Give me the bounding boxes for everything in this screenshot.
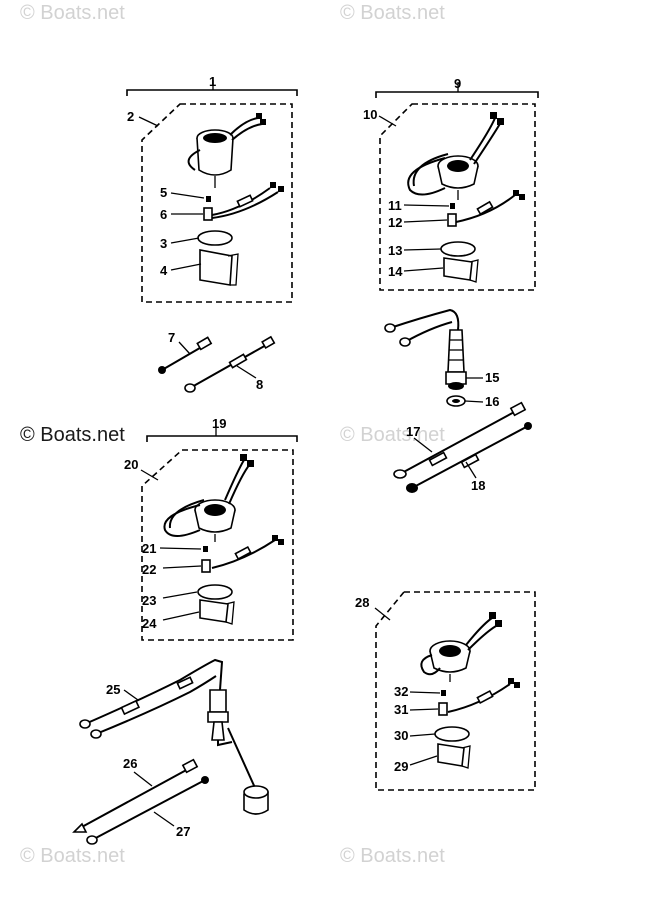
ring-13 [440,241,476,257]
socket-12 [447,213,457,227]
callout-6: 6 [160,207,167,222]
callout-8: 8 [256,377,263,392]
callout-1: 1 [209,74,216,89]
assembly-group-19: 19 20 21 22 23 24 [124,416,298,641]
socket-31 [438,702,448,716]
cables-17-18: 17 18 [393,401,532,493]
watermark-mid-left: © Boats.net [20,424,125,446]
callout-31: 31 [394,702,408,717]
assembly-group-9: 9 10 11 12 13 14 [363,76,539,291]
gauge-9 [407,112,504,200]
callout-17: 17 [406,424,420,439]
callout-28: 28 [355,595,369,610]
callout-10: 10 [363,107,377,122]
callout-13: 13 [388,243,402,258]
socket-6 [203,207,213,221]
callout-4: 4 [160,263,168,278]
harness-28 [447,678,520,713]
bulb-21 [203,546,208,552]
watermark-top-right: © Boats.net [340,2,445,24]
callout-30: 30 [394,728,408,743]
callout-12: 12 [388,215,402,230]
bulb-5 [206,196,211,202]
callout-14: 14 [388,264,403,279]
callout-7: 7 [168,330,175,345]
callout-18: 18 [471,478,485,493]
bracket-24 [199,599,229,623]
ring-23 [197,584,233,600]
cables-26-27: 26 27 [72,756,209,845]
watermark-mid-right: © Boats.net [340,424,445,446]
cables-7-8: 7 8 [158,330,276,393]
ring-30 [434,726,470,742]
callout-5: 5 [160,185,167,200]
socket-22 [201,559,211,573]
harness-9 [455,190,525,223]
callout-23: 23 [142,593,156,608]
bracket-14 [443,257,473,281]
callout-26: 26 [123,756,137,771]
callout-24: 24 [142,616,157,631]
callout-15: 15 [485,370,499,385]
fuel-sender-25: 25 [79,658,269,815]
gauge-28 [420,612,502,682]
gauge-1 [187,113,266,188]
watermark-bottom-right: © Boats.net [340,845,445,867]
callout-20: 20 [124,457,138,472]
bulb-32 [441,690,446,696]
callout-27: 27 [176,824,190,839]
callout-9: 9 [454,76,461,91]
watermark-bottom-left: © Boats.net [20,845,125,867]
callout-16: 16 [485,394,499,409]
watermark-top-left: © Boats.net [20,2,125,24]
harness-1 [211,182,284,219]
bracket-4 [199,249,233,286]
ring-3 [197,230,233,246]
sender-15-16: 15 16 [384,308,499,409]
callout-2: 2 [127,109,134,124]
gauge-19 [163,454,254,542]
assembly-group-1: 1 2 5 6 3 4 [126,74,298,303]
callout-21: 21 [142,541,156,556]
callout-22: 22 [142,562,156,577]
bracket-29 [437,743,465,767]
callout-19: 19 [212,416,226,431]
bulb-11 [450,203,455,209]
callout-11: 11 [388,198,402,213]
callout-32: 32 [394,684,408,699]
assembly-group-28: 28 32 31 30 29 [355,591,536,791]
callout-25: 25 [106,682,120,697]
callout-29: 29 [394,759,408,774]
callout-3: 3 [160,236,167,251]
harness-19 [211,535,284,569]
